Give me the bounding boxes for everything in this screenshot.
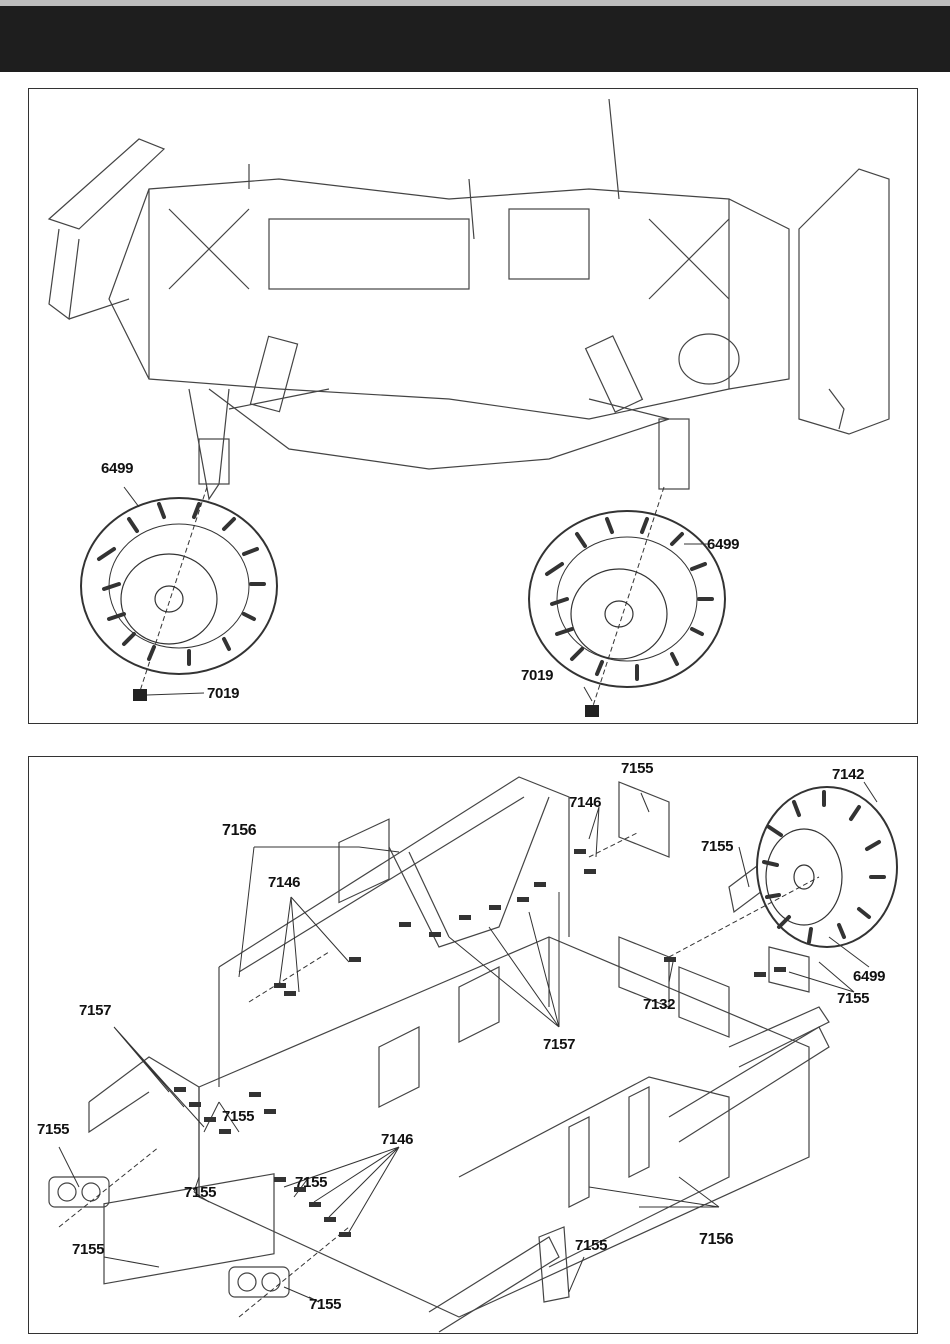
callout-7157-b: 7157 <box>543 1037 575 1052</box>
callout-7155-g: 7155 <box>295 1175 327 1190</box>
body-drawing <box>29 757 919 1335</box>
callout-7155-f: 7155 <box>184 1185 216 1200</box>
callout-7155-j: 7155 <box>309 1297 341 1312</box>
nut-right <box>585 705 599 717</box>
callout-7019-right: 7019 <box>521 668 553 683</box>
callout-7155-e: 7155 <box>37 1122 69 1137</box>
callout-7132: 7132 <box>643 997 675 1012</box>
callout-7155-i: 7155 <box>575 1238 607 1253</box>
callout-7156-a: 7156 <box>222 823 256 839</box>
callout-7146-a: 7146 <box>569 795 601 810</box>
callout-6499-left: 6499 <box>101 461 133 476</box>
callout-7019-left: 7019 <box>207 686 239 701</box>
callout-7155-d: 7155 <box>222 1109 254 1124</box>
callout-7155-h: 7155 <box>72 1242 104 1257</box>
callout-7156-b: 7156 <box>699 1232 733 1248</box>
callout-7155-b: 7155 <box>701 839 733 854</box>
callout-7155-c: 7155 <box>837 991 869 1006</box>
body-assembly-panel: 7155 7142 7146 7156 7146 7155 6499 7132 … <box>28 756 918 1334</box>
callout-7142: 7142 <box>832 767 864 782</box>
chassis-drawing <box>29 89 919 725</box>
wheel-right <box>529 511 725 687</box>
spare-wheel <box>757 787 897 947</box>
callout-7146-c: 7146 <box>381 1132 413 1147</box>
page-header-band <box>0 6 950 72</box>
callout-6499-right: 6499 <box>707 537 739 552</box>
nut-left <box>133 689 147 701</box>
callout-7155-a: 7155 <box>621 761 653 776</box>
callout-7146-b: 7146 <box>268 875 300 890</box>
callout-7157-a: 7157 <box>79 1003 111 1018</box>
chassis-assembly-panel: 6499 6499 7019 7019 <box>28 88 918 724</box>
callout-6499: 6499 <box>853 969 885 984</box>
